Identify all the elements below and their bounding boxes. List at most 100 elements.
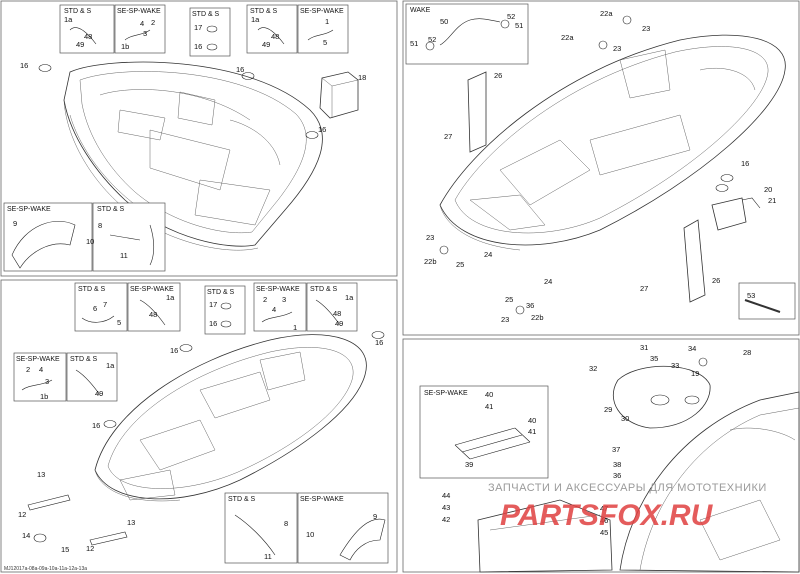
callout: 26: [712, 276, 720, 285]
callout: 1a: [345, 293, 354, 302]
callout: 13: [127, 518, 135, 527]
inset-q2-wake: WAKE: [405, 3, 529, 65]
callout: 9: [13, 219, 17, 228]
callout: 6: [93, 304, 97, 313]
boat-hull-bottom-left: [94, 334, 367, 502]
callout: 1b: [40, 392, 48, 401]
callout: 23: [501, 315, 509, 324]
svg-text:STD & S: STD & S: [78, 286, 106, 293]
callout: 49: [95, 389, 103, 398]
callout: 25: [456, 260, 464, 269]
callout: 23: [613, 44, 621, 53]
callout: 16: [236, 65, 244, 74]
inset-q1-std-b: STD & S: [189, 7, 231, 57]
callout: 23: [426, 233, 434, 242]
inset-q3-sesp-a: SE-SP-WAKE: [127, 282, 181, 332]
callout: 30: [621, 414, 629, 423]
wake-tank: [711, 197, 761, 231]
callout: 4: [39, 365, 43, 374]
callout: 25: [505, 295, 513, 304]
svg-text:STD & S: STD & S: [97, 206, 125, 213]
callout: 17: [194, 23, 202, 32]
callout: 39: [465, 460, 473, 469]
callout: 4: [272, 305, 276, 314]
inset-q3-std-e: STD & S: [224, 492, 298, 564]
inset-q3-sesp-b: SE-SP-WAKE: [253, 282, 307, 332]
svg-text:SE-SP-WAKE: SE-SP-WAKE: [7, 206, 51, 213]
callout: 29: [604, 405, 612, 414]
callout: 48: [333, 309, 341, 318]
callout: 1: [293, 323, 297, 332]
svg-text:WAKE: WAKE: [410, 7, 431, 14]
callout: 2: [151, 18, 155, 27]
callout: 31: [640, 343, 648, 352]
side-panel-left: [467, 71, 487, 153]
callout: 48: [271, 32, 279, 41]
callout: 40: [528, 416, 536, 425]
inset-q3-std-c: STD & S: [306, 282, 358, 332]
callout: 47: [600, 504, 608, 513]
callout: 22a: [600, 9, 613, 18]
callout: 3: [45, 377, 49, 386]
callout: 16: [194, 42, 202, 51]
svg-text:SE-SP-WAKE: SE-SP-WAKE: [424, 390, 468, 397]
callout: 3: [282, 295, 286, 304]
callout: 19: [691, 369, 699, 378]
callout-labels: 1a 49 48 4 3 2 1b 17 16 1a 49 48 1 5 16 …: [13, 9, 776, 561]
callout: 23: [642, 24, 650, 33]
svg-text:STD & S: STD & S: [310, 286, 338, 293]
callout: 12: [18, 510, 26, 519]
footer-code: MJ12017a-08a-09a-10a-11a-12a-13a: [4, 566, 87, 572]
callout: 45: [600, 528, 608, 537]
svg-text:SE-SP-WAKE: SE-SP-WAKE: [16, 356, 60, 363]
callout: 1a: [166, 293, 175, 302]
callout: 35: [650, 354, 658, 363]
callout: 3: [143, 29, 147, 38]
svg-text:STD & S: STD & S: [228, 496, 256, 503]
svg-text:SE-SP-WAKE: SE-SP-WAKE: [130, 286, 174, 293]
callout: 41: [485, 402, 493, 411]
callout: 37: [612, 445, 620, 454]
callout: 48: [149, 310, 157, 319]
callout: 27: [640, 284, 648, 293]
callout: 28: [743, 348, 751, 357]
callout: 43: [442, 503, 450, 512]
callout: 2: [26, 365, 30, 374]
callout: 53: [747, 291, 755, 300]
callout: 18: [358, 73, 366, 82]
callout: 52: [428, 35, 436, 44]
boat-hull-bottom-right: [619, 391, 800, 573]
hardware-parts: [27, 15, 734, 546]
callout: 36: [526, 301, 534, 310]
svg-text:STD & S: STD & S: [250, 8, 278, 15]
callout: 1a: [106, 361, 115, 370]
callout: 36: [613, 471, 621, 480]
callout: 14: [22, 531, 30, 540]
inset-q3-sesp-c: SE-SP-WAKE: [13, 352, 67, 402]
callout: 42: [442, 515, 450, 524]
callout: 33: [671, 361, 679, 370]
callout: 1b: [121, 42, 129, 51]
callout: 4: [140, 19, 144, 28]
svg-text:STD & S: STD & S: [64, 8, 92, 15]
inset-q3-std-d: STD & S: [66, 352, 118, 402]
swim-platform: [477, 499, 613, 573]
callout: 49: [335, 319, 343, 328]
callout: 24: [544, 277, 552, 286]
callout: 15: [61, 545, 69, 554]
callout: 41: [528, 427, 536, 436]
callout: 5: [117, 318, 121, 327]
svg-text:STD & S: STD & S: [192, 11, 220, 18]
callout: 21: [768, 196, 776, 205]
side-panel-right: [683, 219, 706, 303]
inset-q1-sesp-d: SE-SP-WAKE: [3, 202, 93, 272]
bow-cushion: [613, 365, 711, 429]
svg-text:SE-SP-WAKE: SE-SP-WAKE: [300, 496, 344, 503]
callout: 2: [263, 295, 267, 304]
callout: 13: [37, 470, 45, 479]
callout: 50: [440, 17, 448, 26]
callout: 16: [20, 61, 28, 70]
callout: 12: [86, 544, 94, 553]
callout: 10: [86, 237, 94, 246]
